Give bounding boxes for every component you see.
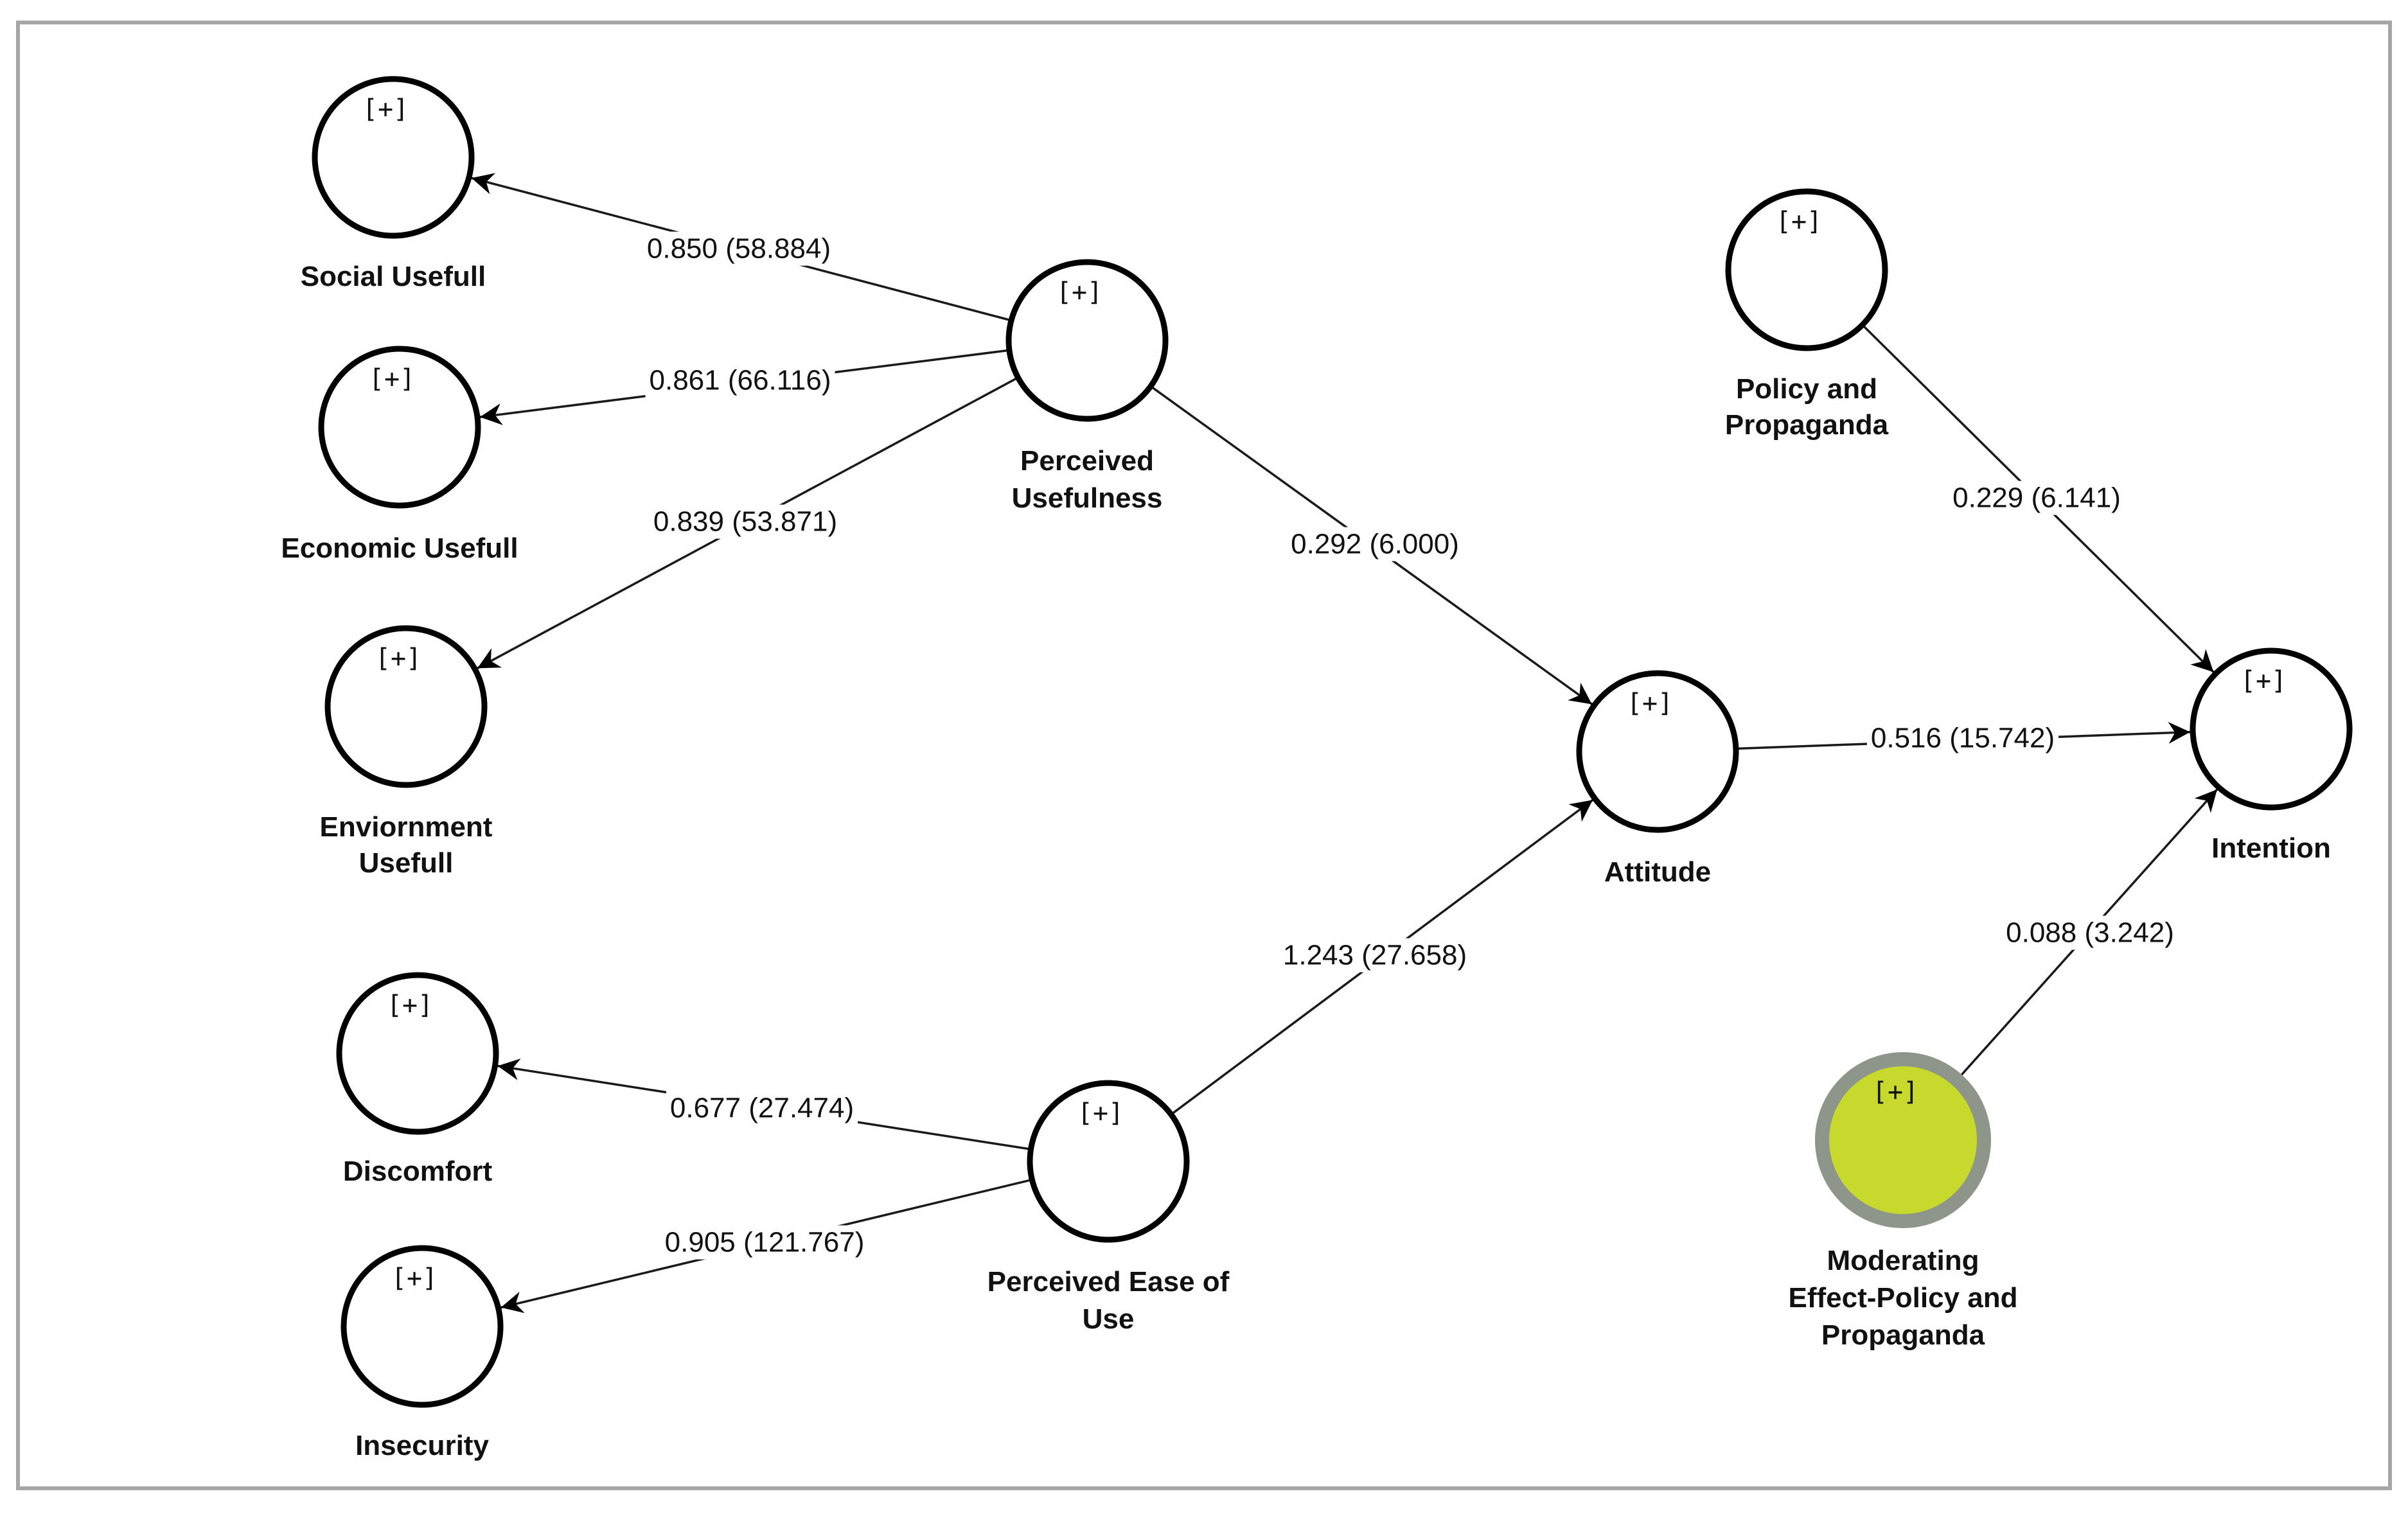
expand-toggle-icon[interactable]: [+] [1056, 277, 1102, 307]
construct-circle[interactable] [1027, 1080, 1190, 1243]
edge-label-background [645, 363, 835, 398]
edge-policy-to-intention: 0.229 (6.141) [1861, 324, 2215, 673]
construct-circle[interactable] [312, 76, 475, 239]
construct-label: Effect-Policy and [1789, 1282, 2018, 1314]
edge-peou-to-discomfort: 0.677 (27.474) [497, 1058, 1031, 1150]
edge-label-background [1866, 721, 2059, 755]
construct-label: Use [1083, 1303, 1135, 1335]
construct-label: Perceived Ease of [987, 1266, 1230, 1298]
construct-label: Social Usefull [301, 261, 486, 292]
edge-coefficient-label: 0.292 (6.000) [1291, 529, 1459, 560]
expand-toggle-icon[interactable]: [+] [387, 990, 433, 1020]
node-attitude[interactable]: [+] Attitude [1576, 670, 1739, 888]
edge-coefficient-label: 0.088 (3.242) [2006, 917, 2174, 949]
edges-layer: 0.850 (58.884) 0.861 (66.116) 0.839 (53.87… [471, 173, 2218, 1314]
construct-circle[interactable] [1576, 670, 1739, 833]
construct-label: Propaganda [1725, 409, 1889, 441]
edge-label-background [642, 231, 835, 266]
expand-toggle-icon[interactable]: [+] [1077, 1098, 1124, 1128]
edge-coefficient-label: 0.839 (53.871) [653, 506, 837, 538]
construct-label: Discomfort [343, 1156, 493, 1187]
expand-toggle-icon[interactable]: [+] [2240, 666, 2287, 696]
edge-coefficient-label: 0.861 (66.116) [650, 365, 831, 396]
edge-pu-to-economic: 0.861 (66.116) [479, 349, 1010, 425]
edge-label-background [666, 1091, 858, 1125]
edge-peou-to-attitude: 1.243 (27.658) [1170, 798, 1594, 1116]
expand-toggle-icon[interactable]: [+] [369, 364, 415, 394]
edge-peou-to-insecurity: 0.905 (121.767) [500, 1178, 1032, 1314]
node-peou[interactable]: [+] Perceived Ease of Use [987, 1080, 1230, 1335]
diagram-frame [16, 21, 2392, 1490]
construct-circle[interactable] [2190, 647, 2353, 811]
edge-coefficient-label: 0.229 (6.141) [1952, 482, 2121, 514]
construct-label: Policy and [1736, 373, 1877, 405]
construct-label: Intention [2211, 832, 2331, 864]
construct-circle[interactable] [318, 346, 481, 509]
construct-label: Moderating [1827, 1245, 1979, 1276]
construct-label: Economic Usefull [281, 533, 518, 564]
edge-pu-to-social: 0.850 (58.884) [471, 173, 1012, 322]
node-social[interactable]: [+] Social Usefull [301, 76, 486, 292]
construct-circle[interactable] [1005, 259, 1169, 422]
edge-label-background [649, 504, 842, 539]
edge-coefficient-label: 0.905 (121.767) [665, 1227, 865, 1258]
construct-label: Enviornment [320, 811, 493, 843]
expand-toggle-icon[interactable]: [+] [1627, 689, 1673, 718]
construct-label: Insecurity [355, 1430, 489, 1461]
edge-pu-to-environment: 0.839 (53.871) [477, 376, 1019, 669]
edge-label-background [2002, 915, 2178, 950]
construct-label: Perceived [1020, 445, 1154, 477]
edge-attitude-to-intention: 0.516 (15.742) [1735, 721, 2191, 755]
construct-circle[interactable] [341, 1245, 504, 1408]
nodes-layer: [+] Social Usefull [+] Economic Usefull [+] E… [281, 76, 2353, 1461]
edge-label-background [1279, 938, 1471, 973]
node-economic[interactable]: [+] Economic Usefull [281, 346, 518, 564]
edge-pu-to-attitude: 0.292 (6.000) [1149, 385, 1593, 705]
edge-coefficient-label: 0.677 (27.474) [670, 1093, 854, 1124]
construct-circle[interactable] [1725, 188, 1888, 351]
edge-label-background [1287, 527, 1463, 561]
construct-label: Usefull [359, 847, 454, 879]
edge-coefficient-label: 0.850 (58.884) [647, 233, 831, 265]
construct-label: Propaganda [1821, 1319, 1985, 1351]
node-insecurity[interactable]: [+] Insecurity [341, 1245, 504, 1461]
construct-circle[interactable] [336, 972, 499, 1135]
edge-label-background [660, 1225, 869, 1260]
edge-label-background [1949, 480, 2125, 515]
expand-toggle-icon[interactable]: [+] [375, 644, 421, 673]
edge-coefficient-label: 1.243 (27.658) [1283, 940, 1467, 971]
construct-circle[interactable] [324, 625, 488, 788]
edge-moderating-to-intention: 0.088 (3.242) [1958, 788, 2218, 1078]
expand-toggle-icon[interactable]: [+] [362, 94, 409, 124]
construct-label: Usefulness [1012, 482, 1163, 514]
expand-toggle-icon[interactable]: [+] [1776, 207, 1822, 236]
construct-label: Attitude [1604, 856, 1711, 888]
expand-toggle-icon[interactable]: [+] [1872, 1077, 1918, 1107]
node-discomfort[interactable]: [+] Discomfort [336, 972, 499, 1187]
edge-coefficient-label: 0.516 (15.742) [1871, 723, 2055, 754]
node-intention[interactable]: [+] Intention [2190, 647, 2353, 864]
construct-circle[interactable] [1815, 1052, 1991, 1228]
expand-toggle-icon[interactable]: [+] [391, 1263, 438, 1293]
